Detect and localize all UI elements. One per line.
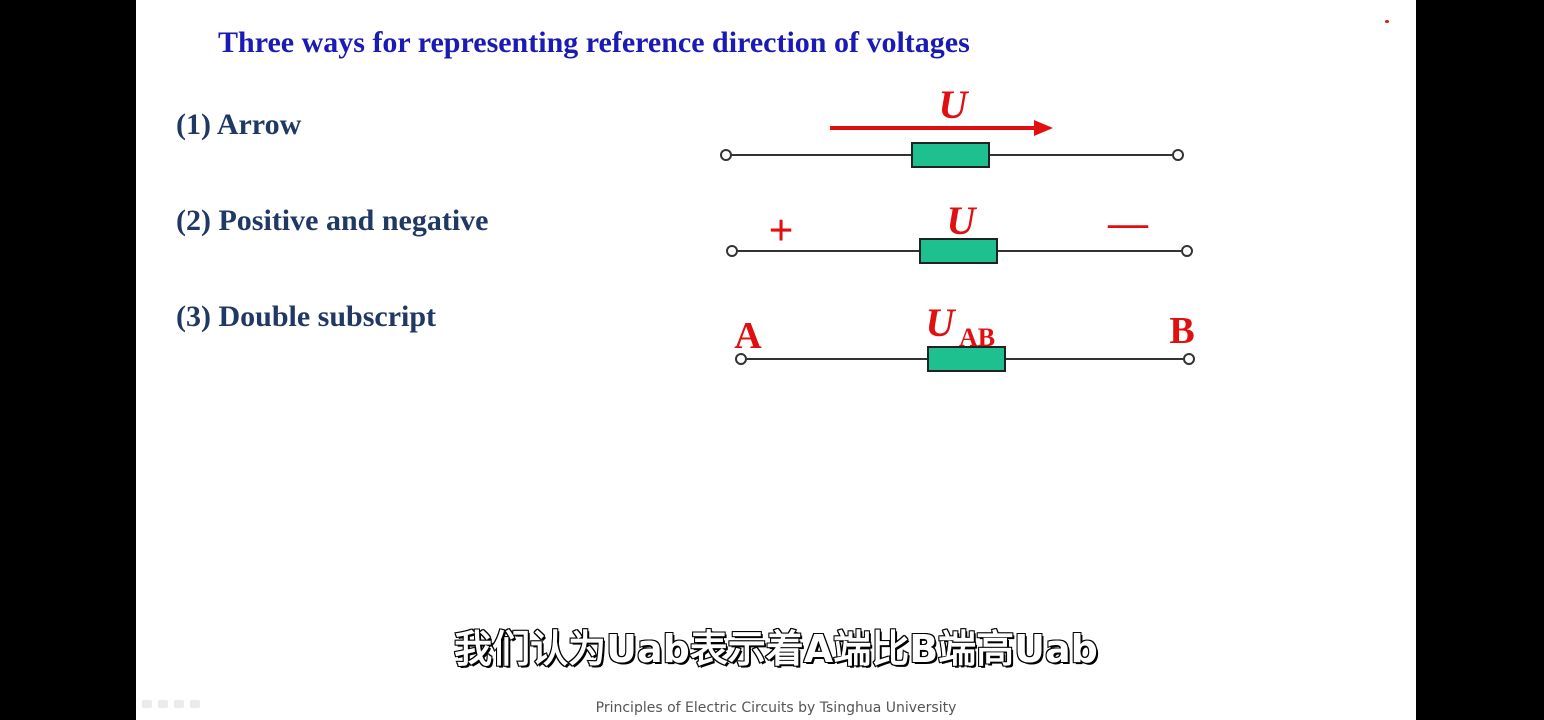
- subscript-voltage-sub: AB: [959, 323, 995, 352]
- arrow-resistor: [911, 142, 990, 168]
- arrow-voltage-label: U: [939, 82, 970, 127]
- pen-icon[interactable]: [158, 700, 168, 708]
- subscript-resistor: [927, 346, 1006, 372]
- polarity-resistor: [919, 238, 998, 264]
- subscript-diagram: A B U AB: [734, 300, 1195, 372]
- arrow-diagram: U: [720, 82, 1184, 168]
- footer-credit: Principles of Electric Circuits by Tsing…: [595, 700, 957, 716]
- letterbox-right: [1416, 0, 1544, 720]
- polarity-terminal-left: [726, 245, 738, 257]
- previous-slide-icon[interactable]: [142, 700, 152, 708]
- subscript-terminal-left: [735, 353, 747, 365]
- circuit-diagrams: U + — U A B U AB: [720, 82, 1195, 372]
- subscript-terminal-right: [1183, 353, 1195, 365]
- slide-title: Three ways for representing reference di…: [218, 26, 970, 59]
- node-a-label: A: [734, 315, 762, 357]
- minus-sign: —: [1107, 200, 1149, 245]
- subscript-voltage-main: U: [926, 300, 957, 345]
- polarity-voltage-label: U: [947, 198, 978, 243]
- method-arrow-label: (1) Arrow: [176, 108, 302, 141]
- reference-arrow-head: [1034, 120, 1053, 136]
- slide-menu-icon[interactable]: [174, 700, 184, 708]
- slide: Three ways for representing reference di…: [136, 0, 1416, 720]
- method-polarity-label: (2) Positive and negative: [176, 204, 489, 237]
- polarity-terminal-right: [1181, 245, 1193, 257]
- video-subtitle: 我们认为Uab表示着A端比B端高Uab: [453, 626, 1099, 672]
- arrow-terminal-left: [720, 149, 732, 161]
- node-b-label: B: [1169, 310, 1194, 352]
- plus-sign: +: [768, 206, 793, 255]
- letterbox-left: [0, 0, 136, 720]
- next-slide-icon[interactable]: [190, 700, 200, 708]
- laser-pointer-dot: [1385, 20, 1389, 23]
- method-subscript-label: (3) Double subscript: [176, 300, 437, 333]
- slideshow-controls[interactable]: [142, 700, 200, 708]
- arrow-terminal-right: [1172, 149, 1184, 161]
- polarity-diagram: + — U: [726, 198, 1193, 264]
